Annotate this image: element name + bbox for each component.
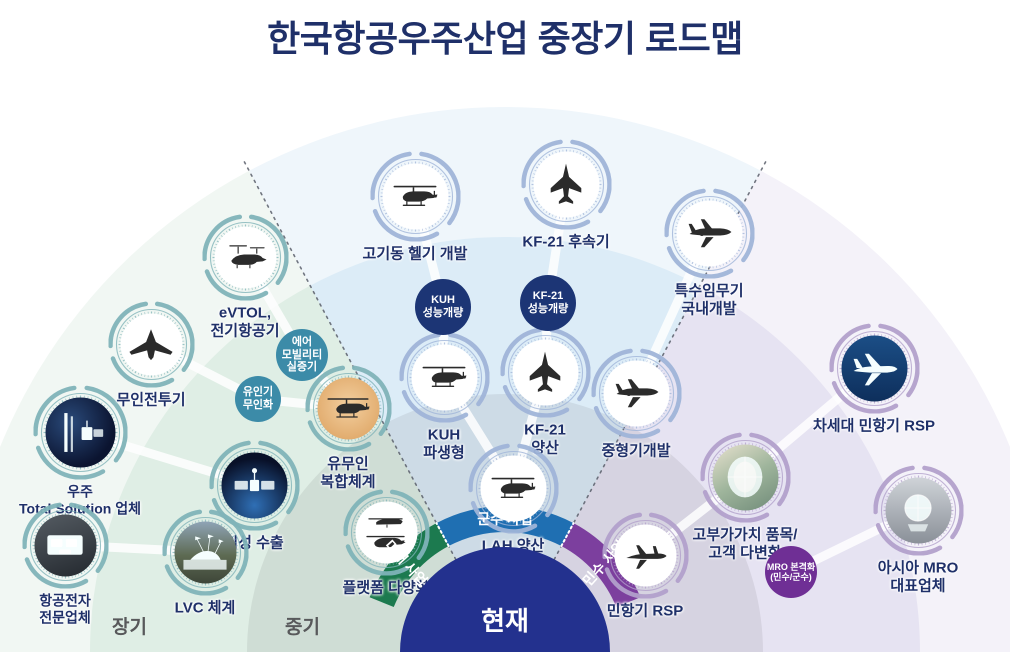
- node-midsize-aircraft[interactable]: 중형기개발: [590, 348, 682, 460]
- node-image-fighter-jet-icon: [533, 151, 599, 217]
- node-label: 플랫폼 다양화: [342, 579, 430, 597]
- node-lvc-system[interactable]: LVC 체계: [161, 509, 249, 617]
- node-satellite-export[interactable]: 위성 수출: [208, 440, 300, 552]
- node-label: 고부가가치 품목/고객 다변화: [692, 526, 798, 562]
- node-image-fighter-jet-icon: [512, 339, 578, 405]
- node-image-satellite-launch-icon: [45, 397, 115, 467]
- node-platform-diversify[interactable]: 플랫폼 다양화: [343, 489, 429, 597]
- node-lah-production[interactable]: LAH 양산: [467, 443, 559, 555]
- badge-mro-fullscale[interactable]: MRO 본격화(민수/군수): [765, 546, 817, 598]
- node-label: eVTOL,전기항공기: [210, 304, 280, 340]
- node-image-helicopter-icon: [317, 377, 379, 439]
- node-image-fuselage-icon: [712, 444, 778, 510]
- node-kf21-successor[interactable]: KF-21 후속기: [520, 139, 612, 251]
- node-image-airliner-icon: [841, 335, 907, 401]
- node-ucav[interactable]: 무인전투기: [107, 301, 195, 409]
- node-image-lvc-icon: [174, 521, 236, 583]
- node-high-agility-heli[interactable]: 고기동 헬기 개발: [363, 151, 467, 263]
- node-image-attack-helicopter-icon: [480, 455, 546, 521]
- node-image-stealth-drone-icon: [120, 313, 182, 375]
- node-image-mro-icon: [885, 477, 951, 543]
- era-label-0: 장기: [112, 617, 147, 638]
- node-label: 민항기 RSP: [606, 602, 684, 620]
- node-image-helicopter-icon: [382, 163, 448, 229]
- node-dial-ring: [304, 365, 392, 452]
- node-image-cockpit-icon: [34, 514, 96, 576]
- node-label: LVC 체계: [174, 599, 236, 617]
- node-label: 차세대 민항기 RSP: [813, 417, 935, 435]
- node-image-drone-heli-icon: [355, 501, 417, 563]
- node-high-value-items[interactable]: 고부가가치 품목/고객 다변화: [693, 432, 797, 561]
- badge-label: MRO 본격화(민수/군수): [766, 561, 816, 582]
- node-image-satellite-icon: [221, 452, 287, 518]
- node-dial-ring: [520, 139, 612, 230]
- node-dial-ring: [663, 188, 755, 279]
- node-image-transport-plane-icon: [676, 200, 742, 266]
- era-label-1: 중기: [285, 617, 320, 638]
- node-civil-rsp[interactable]: 민항기 RSP: [601, 512, 689, 620]
- node-next-gen-rsp[interactable]: 차세대 민항기 RSP: [813, 323, 935, 435]
- node-image-transport-plane-icon: [603, 360, 669, 426]
- node-image-helicopter-icon: [411, 344, 477, 410]
- page-title: 한국항공우주산업 중장기 로드맵: [267, 18, 743, 59]
- node-label: 무인전투기: [116, 391, 186, 409]
- node-dial-ring: [499, 327, 591, 418]
- node-evtol[interactable]: eVTOL,전기항공기: [201, 214, 289, 339]
- node-label: 고기동 헬기 개발: [362, 245, 468, 263]
- node-image-business-jet-icon: [614, 524, 676, 586]
- node-label: KF-21 후속기: [522, 233, 610, 251]
- hub-label: 현재: [481, 606, 529, 636]
- node-label: 중형기개발: [601, 442, 671, 460]
- arc-band-label-defense: 군수 사업: [477, 511, 533, 527]
- node-image-tiltrotor-icon: [214, 226, 276, 288]
